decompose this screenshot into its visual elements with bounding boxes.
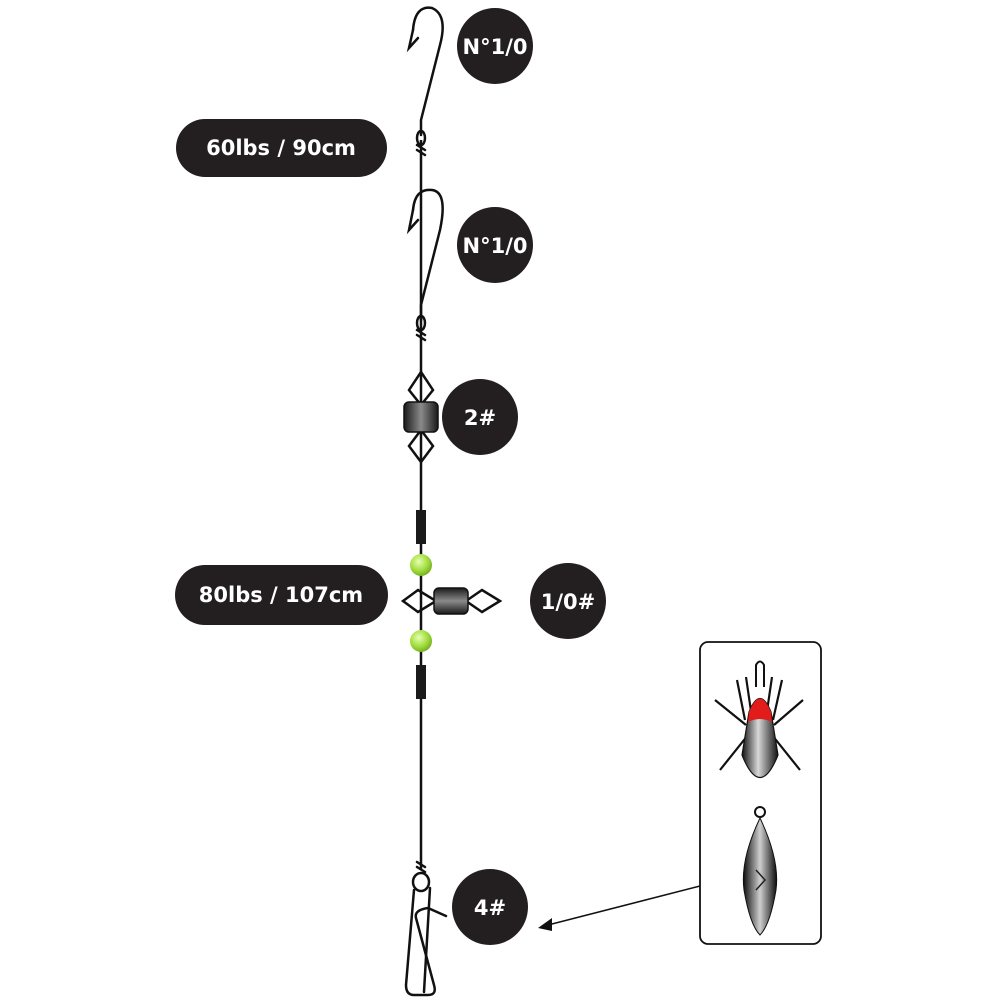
leader-lower-label: 80lbs / 107cm bbox=[199, 583, 363, 607]
hook-size-label: N°1/0 bbox=[463, 234, 528, 258]
hook-icon bbox=[406, 188, 444, 342]
snap-size-label: 4# bbox=[474, 896, 506, 920]
leader-upper-badge: 60lbs / 90cm bbox=[176, 119, 387, 177]
swivel-icon bbox=[403, 369, 439, 465]
hook-size-badge-middle: N°1/0 bbox=[457, 207, 533, 283]
snap-icon bbox=[404, 860, 448, 997]
hook-icon bbox=[406, 6, 444, 157]
hook-size-badge-top: N°1/0 bbox=[457, 8, 533, 84]
swivel-size-label: 2# bbox=[464, 406, 496, 430]
leader-upper-label: 60lbs / 90cm bbox=[206, 136, 356, 160]
snap-size-badge: 4# bbox=[452, 869, 528, 945]
grapnel-weight-icon bbox=[714, 660, 804, 778]
pointer-arrow bbox=[538, 885, 701, 931]
crimp-sleeve bbox=[416, 665, 426, 699]
weights-inset bbox=[699, 641, 822, 945]
crimp-sleeve bbox=[416, 510, 426, 544]
side-swivel-size-badge: 1/0# bbox=[530, 563, 606, 639]
hook-size-label: N°1/0 bbox=[463, 35, 528, 59]
torpedo-sinker-icon bbox=[742, 806, 778, 936]
swivel-size-badge: 2# bbox=[442, 379, 518, 455]
bead-icon bbox=[410, 630, 432, 652]
leader-lower-badge: 80lbs / 107cm bbox=[175, 565, 388, 625]
side-swivel-size-label: 1/0# bbox=[541, 590, 596, 614]
bead-icon bbox=[410, 554, 432, 576]
side-swivel-icon bbox=[400, 587, 503, 615]
